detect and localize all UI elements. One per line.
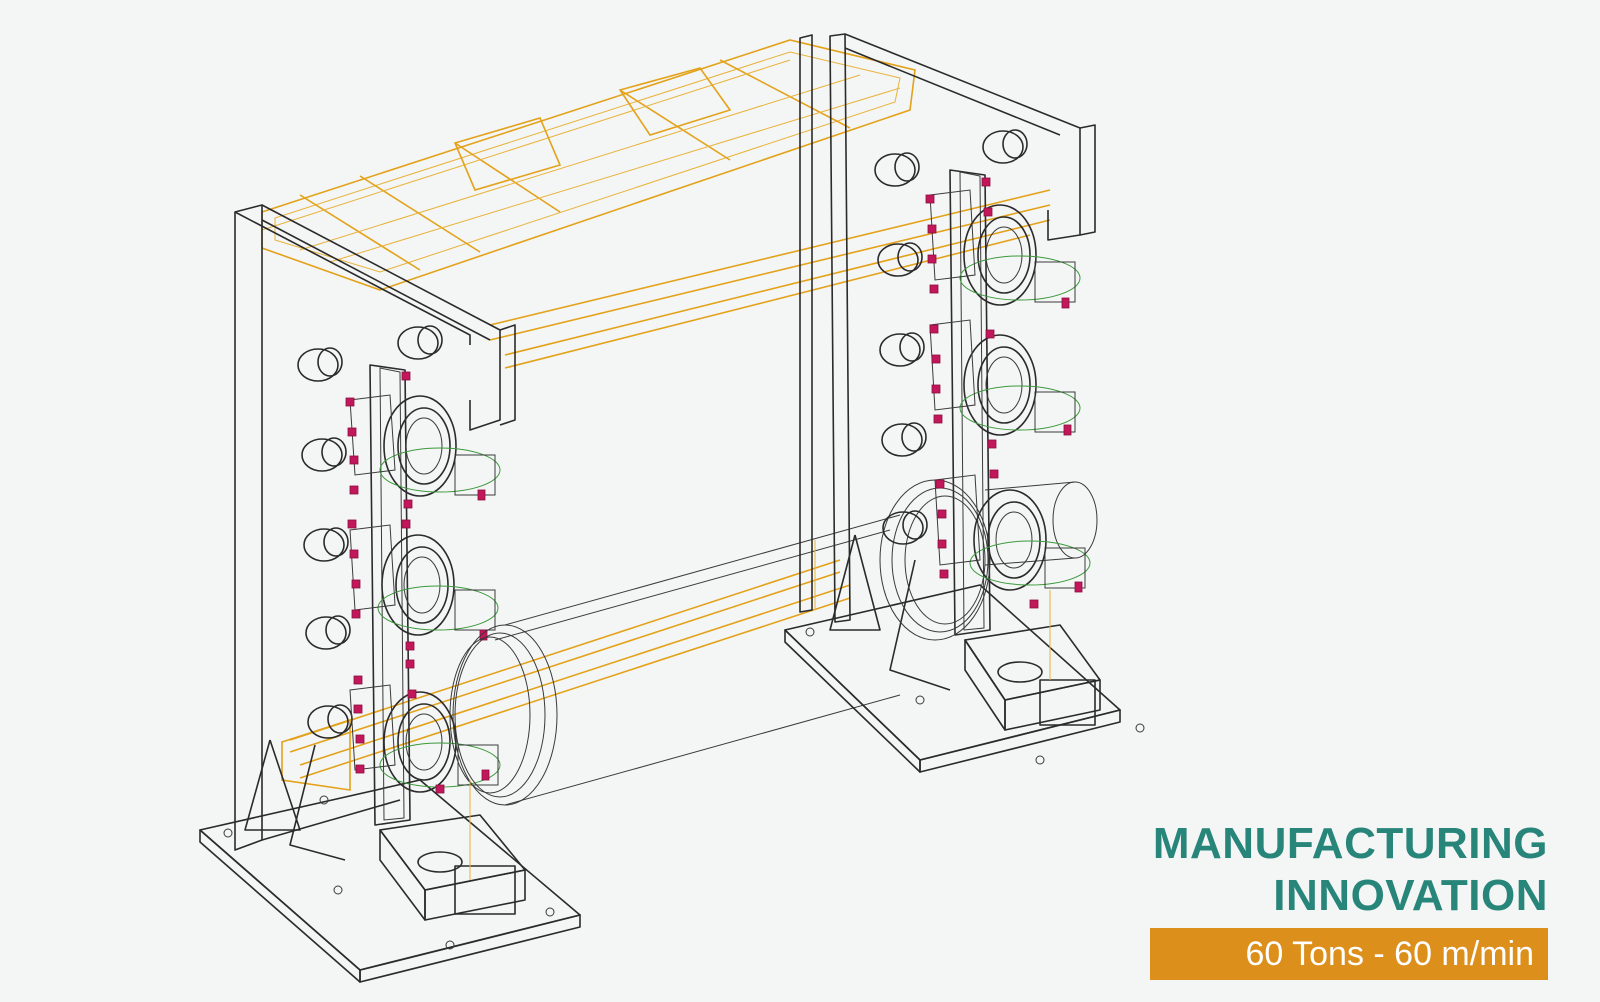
top-beam-assembly: [261, 39, 916, 291]
headline: MANUFACTURING INNOVATION: [1153, 818, 1548, 922]
connecting-rods: [281, 189, 1051, 791]
alignment-guides: [469, 540, 1051, 880]
left-bolts: [345, 371, 490, 794]
drum-cylinder: [449, 514, 901, 806]
right-frame: [784, 33, 1145, 773]
right-bolts: [925, 177, 1083, 609]
right-bearings: [929, 189, 1091, 591]
headline-line-2: INNOVATION: [1273, 871, 1548, 920]
spec-badge: 60 Tons - 60 m/min: [1150, 928, 1548, 980]
headline-line-1: MANUFACTURING: [1152, 819, 1548, 868]
left-frame: [199, 204, 581, 983]
left-bearings: [349, 394, 501, 793]
right-frame-bores: [874, 129, 1028, 545]
left-frame-bores: [297, 325, 443, 739]
